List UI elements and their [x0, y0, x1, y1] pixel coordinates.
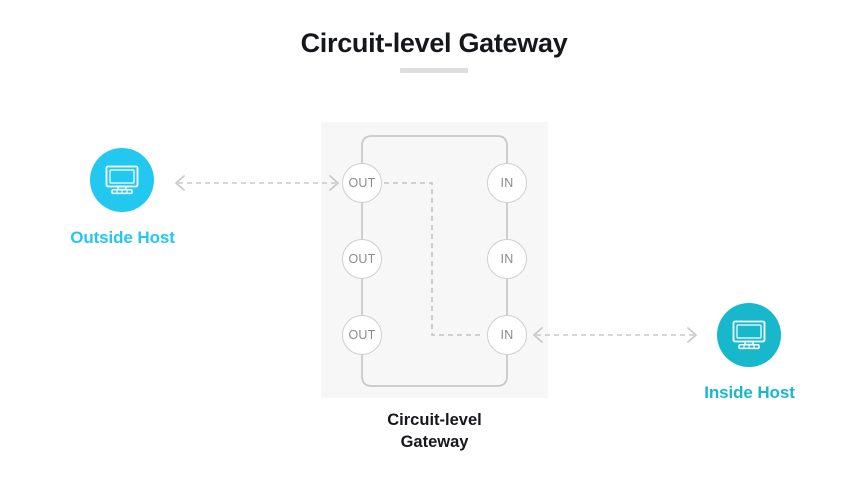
loop-top-path [361, 135, 508, 183]
node-in-3-label: IN [500, 328, 514, 342]
node-out-2-label: OUT [348, 252, 376, 266]
gateway-wiring [361, 135, 508, 387]
gateway-caption-line1: Circuit-level [387, 411, 482, 429]
node-in-2-label: IN [500, 252, 514, 266]
gateway-caption-line2: Gateway [400, 433, 469, 451]
page-title: Circuit-level Gateway [300, 28, 568, 58]
node-in-1-label: IN [500, 176, 514, 190]
node-in-2[interactable]: IN [487, 239, 527, 279]
outside-host-node[interactable] [90, 148, 154, 212]
node-out-2[interactable]: OUT [342, 239, 382, 279]
gateway-caption: Circuit-level Gateway [321, 409, 548, 453]
left-bidirectional-arrow [175, 175, 339, 191]
right-bidirectional-arrow [533, 327, 697, 343]
title-underline-rule [400, 68, 468, 73]
outside-host-label: Outside Host [70, 228, 175, 247]
monitor-icon [732, 320, 766, 350]
node-in-1[interactable]: IN [487, 163, 527, 203]
inside-host-label: Inside Host [704, 383, 795, 402]
node-out-1[interactable]: OUT [342, 163, 382, 203]
node-in-3[interactable]: IN [487, 315, 527, 355]
node-out-3-label: OUT [348, 328, 376, 342]
node-out-1-label: OUT [348, 176, 376, 190]
monitor-icon [105, 165, 139, 195]
loop-bottom-path [361, 355, 508, 387]
inside-host-node[interactable] [717, 303, 781, 367]
node-out-3[interactable]: OUT [342, 315, 382, 355]
virtual-circuit-dashed-path [384, 182, 484, 336]
